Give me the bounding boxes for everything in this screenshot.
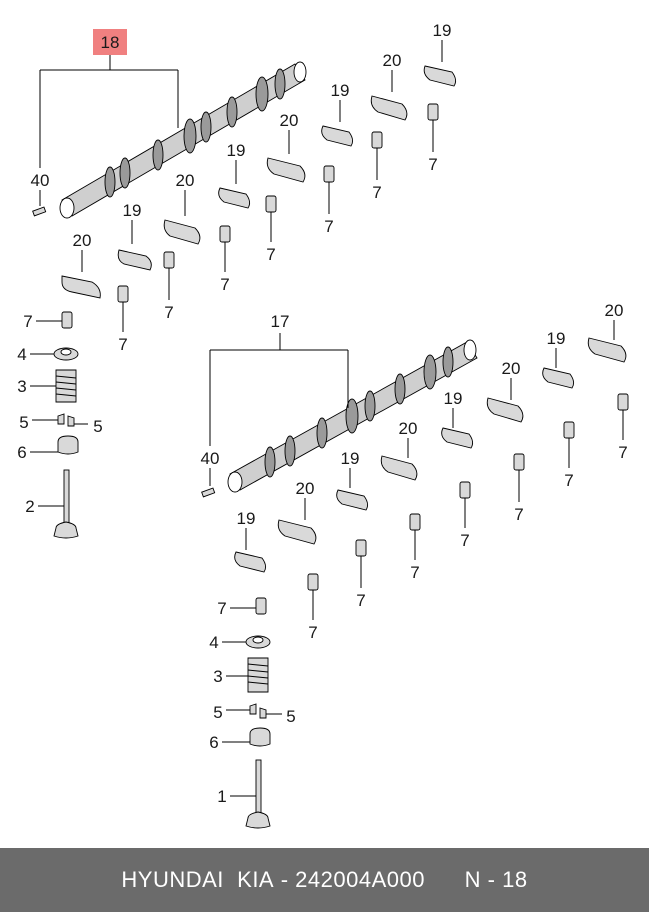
callout-20-l1: 20 [296, 479, 315, 498]
callout-7-l4: 7 [410, 563, 419, 582]
callout-7-l2: 7 [308, 623, 317, 642]
callout-7-u6: 7 [324, 217, 333, 236]
callout-19-l4: 19 [547, 329, 566, 348]
rocker-arm-group-upper [61, 65, 457, 329]
callout-18: 18 [101, 33, 120, 52]
rocker-arm-group-lower [234, 337, 629, 615]
callout-2: 2 [25, 497, 34, 516]
camshaft-lower [227, 339, 478, 493]
callout-4-lower: 4 [209, 633, 218, 652]
footer-brand: HYUNDAI KIA [121, 867, 275, 892]
callout-3-upper: 3 [17, 377, 26, 396]
parts-diagram: 18 40 20 19 20 19 20 19 20 1 [17, 21, 629, 829]
callout-20-u3: 20 [280, 111, 299, 130]
callout-19-l3: 19 [444, 389, 463, 408]
dowel-pin-upper [32, 206, 47, 217]
callout-7-u4: 7 [220, 275, 229, 294]
callout-5-lower-right: 5 [286, 707, 295, 726]
callout-7-u8: 7 [428, 155, 437, 174]
footer-part-number: 242004A000 [295, 867, 425, 892]
callout-7-u5: 7 [266, 245, 275, 264]
callout-20-u1: 20 [73, 231, 92, 250]
callout-19-u1: 19 [123, 201, 142, 220]
callout-19-l1: 19 [237, 509, 256, 528]
callout-5-upper-right: 5 [93, 417, 102, 436]
footer-separator: - [274, 867, 296, 892]
callout-17: 17 [271, 312, 290, 331]
callout-7-l6: 7 [514, 505, 523, 524]
callout-1: 1 [217, 787, 226, 806]
callout-6-upper: 6 [17, 443, 26, 462]
footer-bar: HYUNDAI KIA - 242004A000 N - 18 [0, 848, 649, 912]
callout-19-u2: 19 [227, 141, 246, 160]
callout-20-l2: 20 [399, 419, 418, 438]
callout-7-l7: 7 [564, 471, 573, 490]
callout-7-l3: 7 [356, 591, 365, 610]
callout-7-u3: 7 [164, 303, 173, 322]
callout-7-l8: 7 [618, 443, 627, 462]
callout-40-lower: 40 [201, 449, 220, 468]
callout-7-u2: 7 [118, 335, 127, 354]
valve-stack-lower [245, 635, 271, 829]
callout-19-u4: 19 [433, 21, 452, 40]
callout-19-l2: 19 [341, 449, 360, 468]
footer-page-ref: N - 18 [464, 867, 528, 892]
callout-18-highlight [93, 29, 127, 55]
callout-7-l1: 7 [217, 599, 226, 618]
callout-20-u2: 20 [176, 171, 195, 190]
callout-4-upper: 4 [17, 345, 26, 364]
callout-7-u7: 7 [372, 183, 381, 202]
callout-7-u1: 7 [23, 312, 32, 331]
callout-6-lower: 6 [209, 733, 218, 752]
callout-20-l4: 20 [605, 301, 624, 320]
bracket-18 [39, 55, 179, 168]
valve-stack-upper [53, 347, 79, 539]
callout-20-u4: 20 [383, 51, 402, 70]
callout-5-upper-left: 5 [19, 413, 28, 432]
camshaft-upper [59, 61, 307, 219]
callout-19-u3: 19 [331, 81, 350, 100]
callout-40-upper: 40 [31, 171, 50, 190]
callout-20-l3: 20 [502, 359, 521, 378]
callout-7-l5: 7 [460, 531, 469, 550]
bracket-17 [209, 333, 349, 446]
dowel-pin-lower [201, 487, 216, 498]
footer-gap [425, 867, 465, 893]
callout-5-lower-left: 5 [213, 703, 222, 722]
callout-3-lower: 3 [213, 667, 222, 686]
